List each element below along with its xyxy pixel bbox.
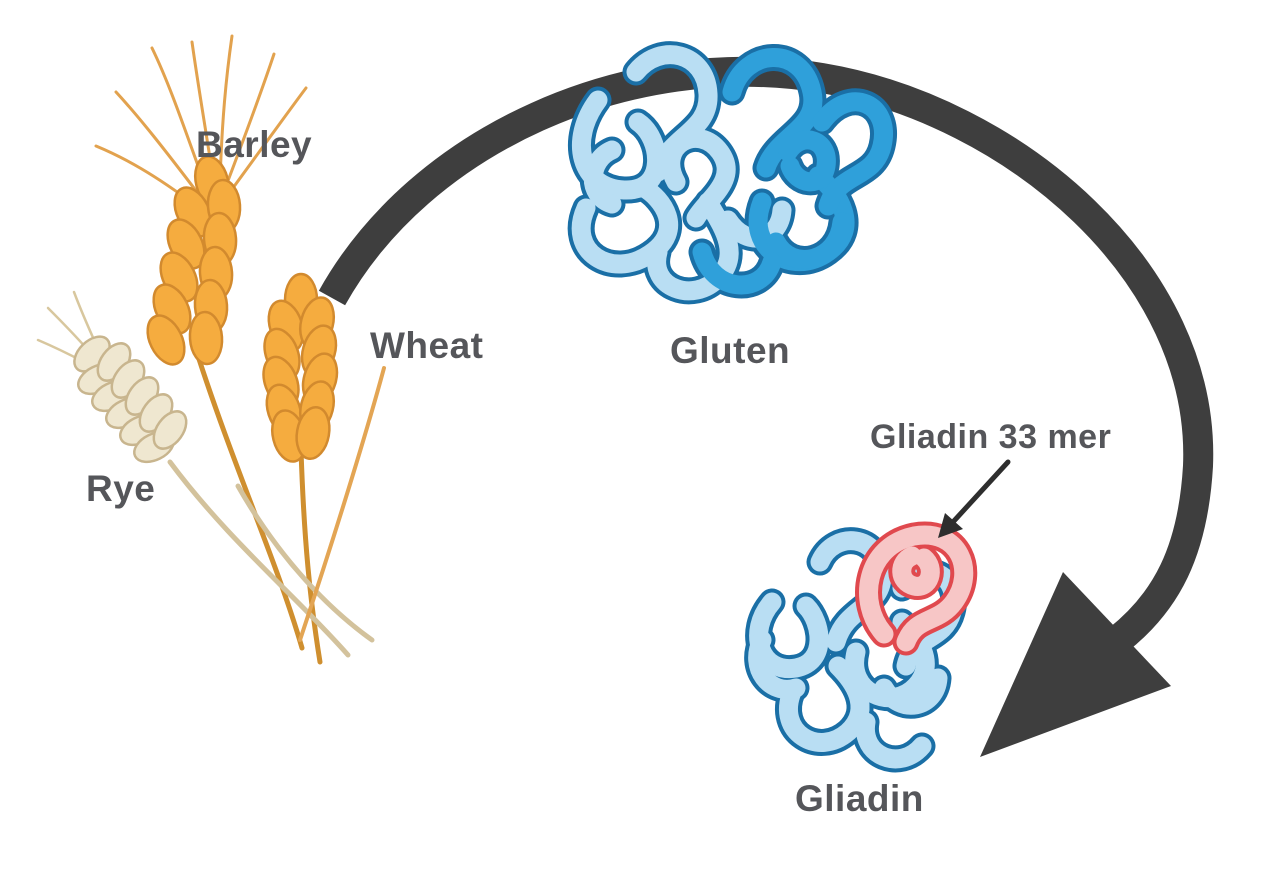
- pointer-arrow-icon: [938, 459, 1011, 538]
- gliadin-33mer-label: Gliadin 33 mer: [870, 418, 1112, 456]
- rye-ear-icon: [36, 290, 188, 464]
- gliadin-label: Gliadin: [795, 778, 924, 819]
- grain-stems: [167, 353, 386, 665]
- barley-label: Barley: [196, 124, 313, 165]
- gluten-label: Gluten: [670, 330, 791, 371]
- barley-ear-icon: [94, 34, 308, 366]
- wheat-label: Wheat: [370, 325, 484, 366]
- rye-label: Rye: [86, 468, 156, 509]
- wheat-ear-icon: [262, 272, 339, 463]
- pointer-arrowhead-icon: [938, 513, 963, 538]
- big-arrowhead-icon: [980, 572, 1171, 757]
- big-curved-arrow: [318, 56, 1214, 757]
- big-arrow-shaft: [318, 56, 1214, 652]
